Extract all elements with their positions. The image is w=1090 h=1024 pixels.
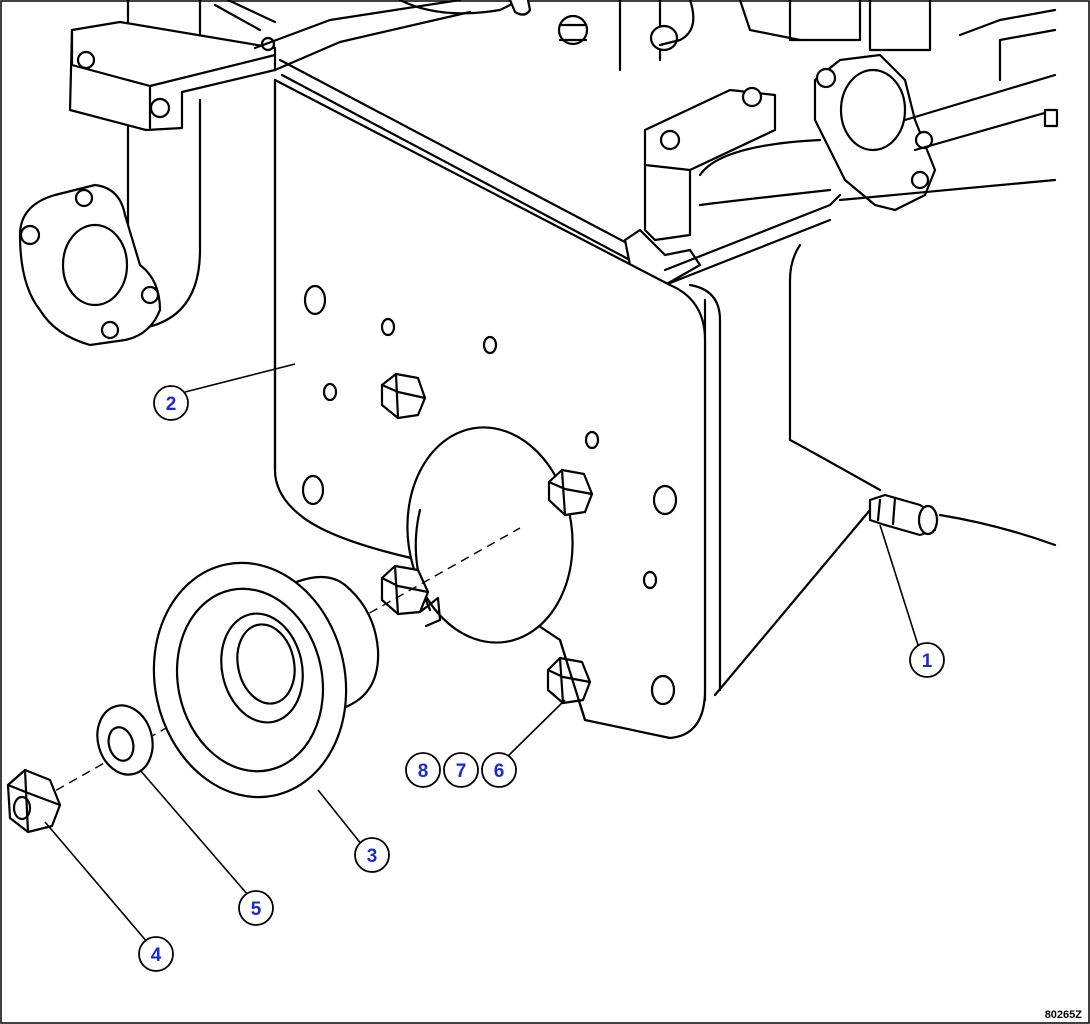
callout-7-label: 7 xyxy=(456,761,467,782)
callout-1: 1 xyxy=(909,642,945,678)
callout-5-label: 5 xyxy=(251,899,262,920)
cap-screw-bottom xyxy=(546,656,592,705)
callout-3: 3 xyxy=(354,837,390,873)
callout-6: 6 xyxy=(481,752,517,788)
leader-5 xyxy=(139,769,249,896)
housing-body xyxy=(688,178,1057,702)
callout-4-label: 4 xyxy=(151,945,162,966)
callout-7: 7 xyxy=(443,752,479,788)
callout-4: 4 xyxy=(138,936,174,972)
leader-1 xyxy=(879,524,919,646)
mounting-plate xyxy=(273,78,707,740)
drawing-code: 80265Z xyxy=(1045,1009,1083,1021)
callout-8: 8 xyxy=(405,752,441,788)
callout-1-label: 1 xyxy=(922,651,933,672)
callout-2: 2 xyxy=(153,385,189,421)
cap-screw-right xyxy=(547,468,594,517)
washer xyxy=(96,704,154,776)
leader-2 xyxy=(184,363,296,393)
leader-3 xyxy=(317,789,363,846)
leader-6 xyxy=(507,699,566,757)
callout-2-label: 2 xyxy=(166,394,177,415)
callout-3-label: 3 xyxy=(367,846,378,867)
flanged-bushing xyxy=(152,561,380,799)
leader-4 xyxy=(44,821,149,944)
callout-8-label: 8 xyxy=(418,761,429,782)
leader-lines xyxy=(44,363,919,944)
callout-6-label: 6 xyxy=(494,761,505,782)
background-machinery xyxy=(18,0,1059,347)
cap-screw-top xyxy=(380,372,427,420)
hex-nut xyxy=(6,768,62,834)
callout-5: 5 xyxy=(238,890,274,926)
cap-screw-left xyxy=(380,564,442,628)
